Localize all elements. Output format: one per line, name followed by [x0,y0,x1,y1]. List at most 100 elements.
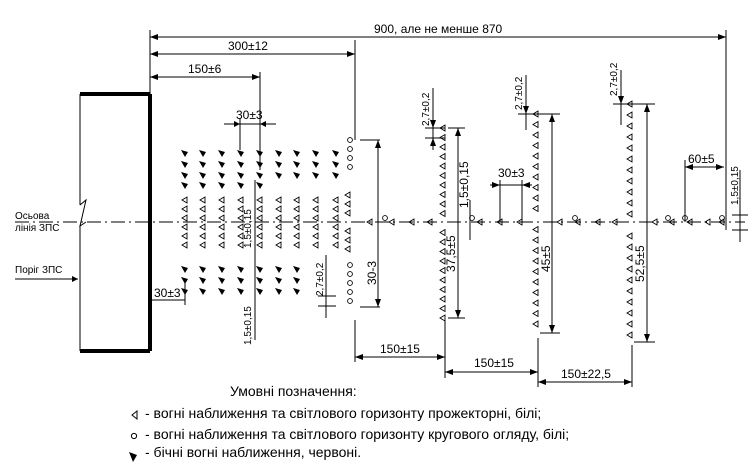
triangle-light-icon [181,205,188,213]
circle-light-icon [130,432,138,440]
triangle-light-icon [439,152,446,161]
triangle-light-icon [626,122,633,130]
side-lights-upper [181,150,339,189]
triangle-light-icon [439,285,446,294]
triangle-light-icon [626,155,633,163]
triangle-light-icon [532,225,539,234]
triangle-light-icon [626,254,633,262]
legend-item-2: - вогні наближення та світлового горизон… [145,426,569,442]
dimension-2-7-b: 2,7±0,2 [514,75,540,130]
circle-light-icon [347,137,353,143]
circle-light-icon [572,215,578,221]
side-light-icon [218,161,225,168]
triangle-light-icon [439,304,446,313]
triangle-light-icon [439,247,446,256]
triangle-light-icon [626,188,633,196]
side-light-icon [293,277,300,284]
dimension-300: 300±12 [150,39,355,57]
triangle-light-icon [237,205,244,213]
triangle-light-icon [532,246,539,255]
side-light-icon [312,161,319,168]
triangle-light-icon [218,196,225,204]
dimension-150-22-5: 150±22,5 [537,338,633,387]
triangle-light-icon [626,309,633,317]
circle-light-icon [347,280,353,286]
triangle-light-icon [532,236,539,244]
triangle-light-icon [332,214,339,222]
crossbar-4 [626,100,633,339]
triangle-light-icon [668,218,675,226]
side-light-icon [293,266,300,273]
triangle-light-icon [332,223,339,231]
svg-text:1,5±0,15: 1,5±0,15 [730,166,741,205]
side-light-icon [237,172,244,179]
side-light-icon [181,150,188,157]
svg-text:2,7±0,2: 2,7±0,2 [514,76,525,110]
side-light-icon [199,266,206,273]
triangle-light-icon [293,205,300,213]
triangle-light-icon [275,232,282,240]
side-light-icon [275,277,282,284]
triangle-light-icon [532,173,539,181]
triangle-light-icon [439,143,446,151]
triangle-light-icon [439,276,446,284]
triangle-light-icon [532,204,539,213]
triangle-light-icon [594,218,601,226]
triangle-light-icon [256,196,263,204]
triangle-light-icon [218,223,225,231]
svg-text:900, але не менше 870: 900, але не менше 870 [374,22,503,36]
triangle-light-icon [626,287,633,295]
triangle-light-icon [218,241,225,249]
side-light-icon [199,150,206,157]
triangle-light-icon [476,218,483,226]
triangle-light-icon [439,228,446,237]
triangle-light-icon [626,177,633,185]
svg-text:2,7±0,2: 2,7±0,2 [421,92,432,126]
svg-text:1,5±0,15: 1,5±0,15 [457,161,471,208]
triangle-light-icon [275,214,282,222]
svg-text:150±15: 150±15 [474,356,514,370]
side-light-icon [218,288,225,295]
triangle-light-icon [237,223,244,231]
side-light-icon [293,172,300,179]
side-light-icon [256,161,263,168]
side-light-icon [237,150,244,157]
circle-light-icon [347,298,353,304]
crossbar-3 [532,110,539,328]
side-light-icon [181,161,188,168]
axis-label-line1: Осьова [15,211,50,222]
dimension-150-15-a: 150±15 [354,320,445,362]
circle-light-icon [347,262,353,268]
triangle-light-icon [611,218,618,226]
side-light-icon [275,288,282,295]
side-light-icon [181,172,188,179]
triangle-light-icon [293,241,300,249]
triangle-light-icon [332,241,339,249]
triangle-light-icon [199,214,206,222]
side-light-icon [218,172,225,179]
side-light-icon [237,277,244,284]
triangle-light-icon [626,199,633,207]
triangle-light-icon [439,190,446,199]
triangle-light-icon [218,205,225,213]
crossbar-2 [439,124,446,322]
triangle-light-icon [237,232,244,240]
triangle-light-icon [256,241,263,249]
side-light-icon [237,266,244,273]
triangle-light-icon [388,218,395,226]
side-light-icon [199,161,206,168]
runway-threshold-block [79,92,152,353]
triangle-light-icon [293,196,300,204]
triangle-light-icon [626,133,633,141]
triangle-light-icon [312,205,319,213]
legend-item-1: - вогні наближення та світлового горизон… [145,405,541,421]
triangle-light-icon [237,196,244,204]
triangle-light-icon [344,200,351,208]
side-light-icon [293,288,300,295]
side-light-icon [181,182,188,189]
triangle-light-icon [199,223,206,231]
dimension-37-5: 37,5±5 [444,127,465,319]
triangle-light-icon [344,209,351,217]
crossbar-1 [344,137,353,304]
